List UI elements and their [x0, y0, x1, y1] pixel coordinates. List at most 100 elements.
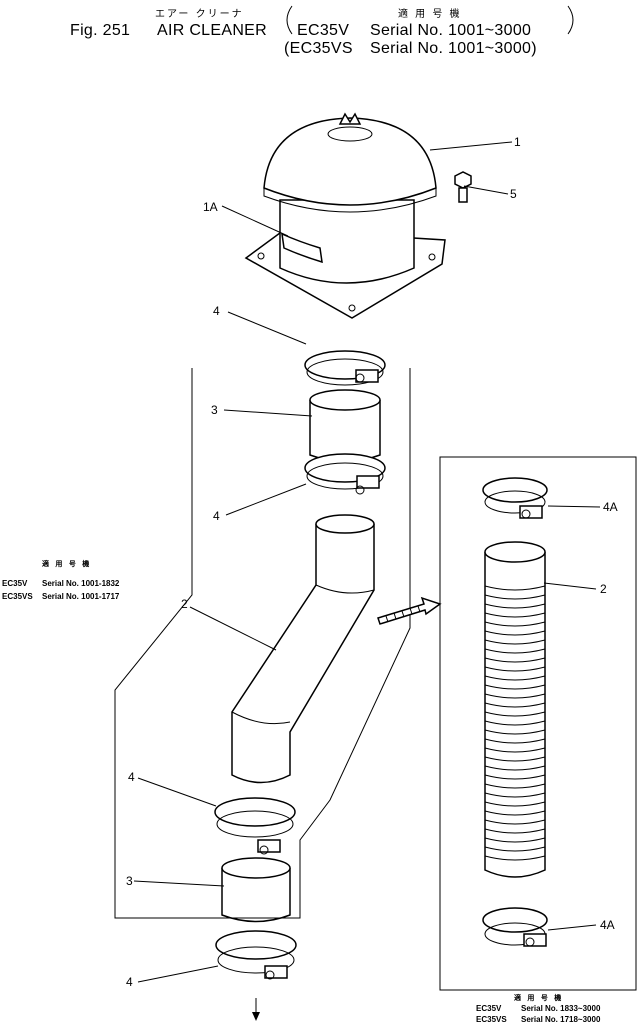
corrugation-ring — [484, 738, 546, 744]
corrugation-ring — [484, 693, 546, 699]
cover-dome — [263, 117, 437, 206]
hose-clamp-4a-bottom — [482, 907, 548, 947]
clamp-screw-icon — [355, 485, 365, 495]
callout-4-bottom: 4 — [126, 975, 133, 989]
corrugation-ring — [484, 765, 546, 771]
clamp-screw-icon — [259, 845, 269, 855]
bolt-part-5 — [454, 171, 472, 203]
callout-1a: 1A — [203, 200, 218, 214]
left-note-line2-serial: Serial No. 1001-1717 — [42, 592, 120, 601]
bolt-head — [454, 171, 472, 189]
clamp-band-inner — [306, 462, 384, 490]
corrugation-ring — [484, 648, 546, 654]
clamp-band-front — [482, 477, 548, 503]
callout-5: 5 — [510, 187, 517, 201]
clamp-screw-icon — [525, 937, 535, 947]
elbow-bend-line — [231, 711, 291, 725]
corrugation-ring — [484, 666, 546, 672]
elbow-upper-bend-line — [315, 584, 375, 594]
corrugation-ring — [484, 720, 546, 726]
callouts: 1 1A 5 4 3 4 2 4 3 4 4A 2 4A — [126, 135, 618, 989]
clamp-screw-icon — [521, 509, 531, 519]
header-jp-title: エアー クリーナ — [155, 8, 244, 20]
corrugation-ring — [484, 801, 546, 807]
header-row2-model: (EC35VS — [284, 40, 353, 57]
hose-clamp-bottom — [215, 930, 297, 980]
callout-4a-top: 4A — [603, 500, 618, 514]
clamp-screw-housing — [356, 475, 380, 489]
header-row1-serial: Serial No. 1001~3000 — [370, 22, 531, 39]
clamp-band-inner — [216, 810, 294, 838]
corrugated-hose-top-opening — [484, 541, 546, 563]
right-note-line2-model: EC35VS — [476, 1015, 507, 1024]
corrugation-ring — [484, 729, 546, 735]
flange-bolt-hole — [428, 253, 436, 261]
intake-elbow-pipe — [231, 514, 375, 784]
corrugation-rings — [484, 585, 546, 861]
left-note-line1-serial: Serial No. 1001-1832 — [42, 579, 120, 588]
corrugation-ring — [484, 810, 546, 816]
hose-clamp-4a-top — [482, 477, 548, 519]
bolt-shank — [458, 187, 468, 203]
corrugation-ring — [484, 756, 546, 762]
left-note-jp: 適 用 号 機 — [42, 559, 91, 568]
body-cylinder — [279, 199, 415, 284]
corrugation-ring — [484, 783, 546, 789]
left-note-line2-model: EC35VS — [2, 592, 33, 601]
header-open-paren — [286, 5, 293, 35]
hose-clamp-lower — [214, 797, 296, 855]
corrugation-ring — [484, 684, 546, 690]
header-row1-model: EC35V — [297, 22, 349, 39]
callout-1: 1 — [514, 135, 521, 149]
corrugation-ring — [484, 828, 546, 834]
clamp-band-front — [214, 797, 296, 827]
corrugation-ring — [484, 594, 546, 600]
cover-center-cap — [327, 126, 373, 142]
clamp-screw-housing — [264, 965, 288, 979]
header-row2-serial: Serial No. 1001~3000) — [370, 40, 537, 57]
indicator-window — [281, 232, 323, 264]
clamp-screw-housing — [355, 369, 379, 383]
corrugation-ring — [484, 774, 546, 780]
hose-top-opening — [309, 389, 381, 411]
header: エアー クリーナ Fig. 251 AIR CLEANER 適 用 号 機 EC… — [70, 5, 574, 57]
elbow-pipe-body — [231, 524, 375, 784]
left-applicability-outline — [114, 368, 411, 919]
callout-4-low: 4 — [128, 770, 135, 784]
clamp-band-front — [215, 930, 297, 960]
right-note-line2-serial: Serial No. 1718~3000 — [521, 1015, 601, 1024]
callout-3-top: 3 — [211, 403, 218, 417]
clamp-screw-housing — [257, 839, 281, 853]
corrugation-ring — [484, 855, 546, 861]
elbow-top-opening — [315, 514, 375, 534]
flow-direction-arrow — [252, 998, 260, 1021]
clamp-band-front — [304, 453, 386, 483]
callout-4-top: 4 — [213, 304, 220, 318]
right-note-jp: 適 用 号 機 — [514, 993, 563, 1002]
callout-4a-bottom: 4A — [600, 918, 615, 932]
header-fig-label: Fig. 251 — [70, 22, 130, 39]
hose-clamp-upper — [304, 350, 386, 386]
corrugation-ring — [484, 639, 546, 645]
corrugation-ring — [484, 612, 546, 618]
header-en-title: AIR CLEANER — [157, 22, 267, 39]
corrugation-ring — [484, 702, 546, 708]
header-jp-applicable: 適 用 号 機 — [398, 7, 462, 20]
callout-2-left: 2 — [181, 597, 188, 611]
corrugation-ring — [484, 837, 546, 843]
clamp-screw-housing — [519, 505, 543, 519]
corrugation-ring — [484, 792, 546, 798]
header-close-paren — [567, 5, 574, 35]
callout-3-low: 3 — [126, 874, 133, 888]
corrugation-ring — [484, 621, 546, 627]
clamp-screw-icon — [355, 373, 365, 383]
corrugated-hose — [484, 541, 546, 878]
clamp-band-inner — [306, 358, 384, 386]
hose-clamp-middle — [304, 453, 386, 495]
clamp-screw-housing — [523, 933, 547, 947]
right-note-line1-model: EC35V — [476, 1004, 502, 1013]
right-applicability-note: 適 用 号 機 EC35V Serial No. 1833~3000 EC35V… — [476, 993, 601, 1024]
hose-short-upper — [309, 389, 381, 463]
